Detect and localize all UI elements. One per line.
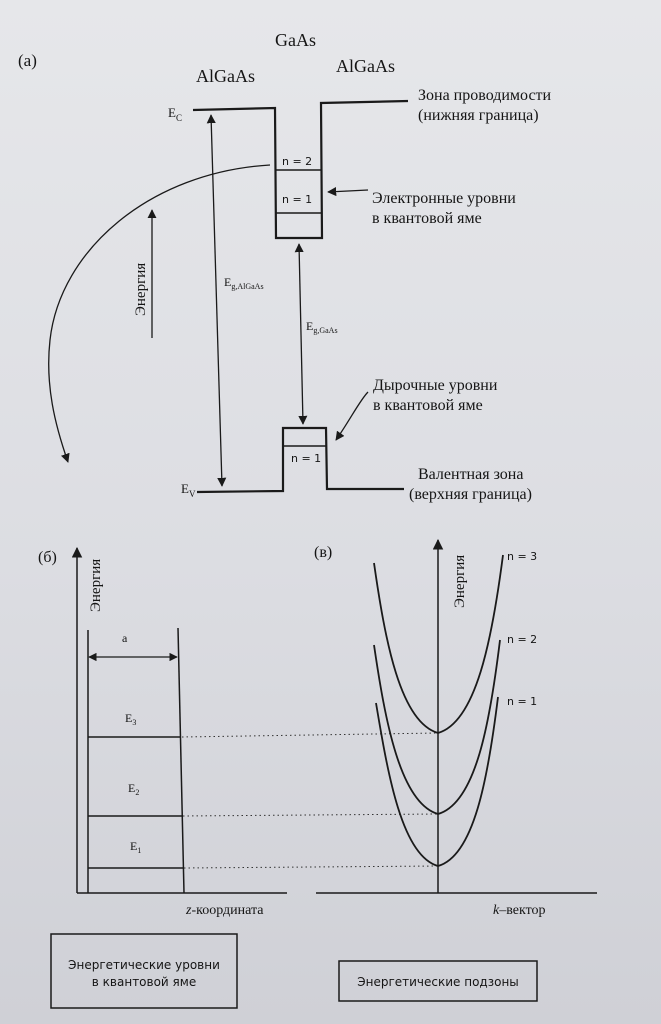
eg-algaas-arrow	[206, 114, 227, 487]
electron-n2-label: n = 2	[282, 155, 312, 168]
algaas-right-label: AlGaAs	[336, 56, 395, 76]
conduction-band-edge	[192, 99, 409, 240]
panel-c: (в) Энергия n = 3 n = 2 n = 1 k–вектор Э…	[314, 538, 597, 1002]
subband-n2-curve	[373, 639, 501, 815]
subband-n3-label: n = 3	[507, 550, 537, 563]
panel-a-label: (а)	[18, 51, 37, 70]
connector-e3	[181, 732, 439, 738]
valence-band-edge	[196, 426, 404, 494]
caption-box-b	[50, 933, 238, 1009]
e3-label: E3	[125, 711, 136, 727]
electron-n1-label: n = 1	[282, 193, 312, 206]
energy-axis-label-b: Энергия	[88, 559, 104, 612]
k-axis-label: k–вектор	[493, 903, 546, 918]
algaas-left-label: AlGaAs	[196, 66, 255, 86]
electron-levels-line1: Электронные уровни	[372, 190, 516, 207]
caption-c: Энергетические подзоны	[357, 975, 519, 989]
well-wall-right	[177, 627, 185, 894]
eg-algaas-label: Eg,AlGaAs	[224, 275, 264, 291]
z-axis-label: z-координата	[185, 903, 264, 918]
hole-n1-label: n = 1	[291, 452, 321, 465]
level-connectors	[181, 732, 439, 869]
energy-axis-label-c: Энергия	[452, 555, 468, 608]
conduction-label-line1: Зона проводимости	[418, 87, 552, 104]
panel-c-label: (в)	[314, 544, 332, 561]
caption-b-line1: Энергетические уровни	[68, 958, 220, 972]
subband-n1-label: n = 1	[507, 695, 537, 708]
subband-n3-curve	[373, 554, 504, 734]
panel-b: (б) Энергия a E3 E2 E1 z-координата Энер…	[38, 546, 287, 1009]
eg-gaas-arrow	[294, 243, 308, 425]
hole-levels-pointer	[335, 391, 369, 441]
ec-label: EC	[168, 105, 182, 123]
panel-b-label: (б)	[38, 549, 57, 566]
conduction-label-line2: (нижняя граница)	[418, 107, 539, 124]
energy-axis-label-a: Энергия	[133, 263, 149, 316]
electron-levels-line2: в квантовой яме	[372, 210, 482, 227]
connector-e1	[183, 865, 439, 869]
subband-n1-curve	[375, 696, 499, 867]
e1-label: E1	[130, 839, 141, 855]
eg-gaas-label: Eg,GaAs	[306, 319, 338, 335]
caption-box-c	[338, 960, 538, 1002]
hole-levels-line1: Дырочные уровни	[373, 377, 498, 394]
valence-label-line1: Валентная зона	[418, 466, 523, 483]
gaas-label: GaAs	[275, 30, 316, 50]
e2-label: E2	[128, 781, 139, 797]
connector-e2	[182, 813, 439, 817]
ev-label: EV	[181, 481, 196, 499]
subband-n2-label: n = 2	[507, 633, 537, 646]
caption-b-line2: в квантовой яме	[92, 975, 196, 989]
hole-levels-line2: в квантовой яме	[373, 397, 483, 414]
well-width-label: a	[122, 631, 128, 645]
valence-label-line2: (верхняя граница)	[409, 486, 532, 503]
electron-levels-pointer	[327, 187, 369, 197]
curved-arrow	[48, 164, 271, 463]
panel-a: (а) GaAs AlGaAs AlGaAs n = 2 n = 1 EC Зо…	[18, 30, 552, 503]
